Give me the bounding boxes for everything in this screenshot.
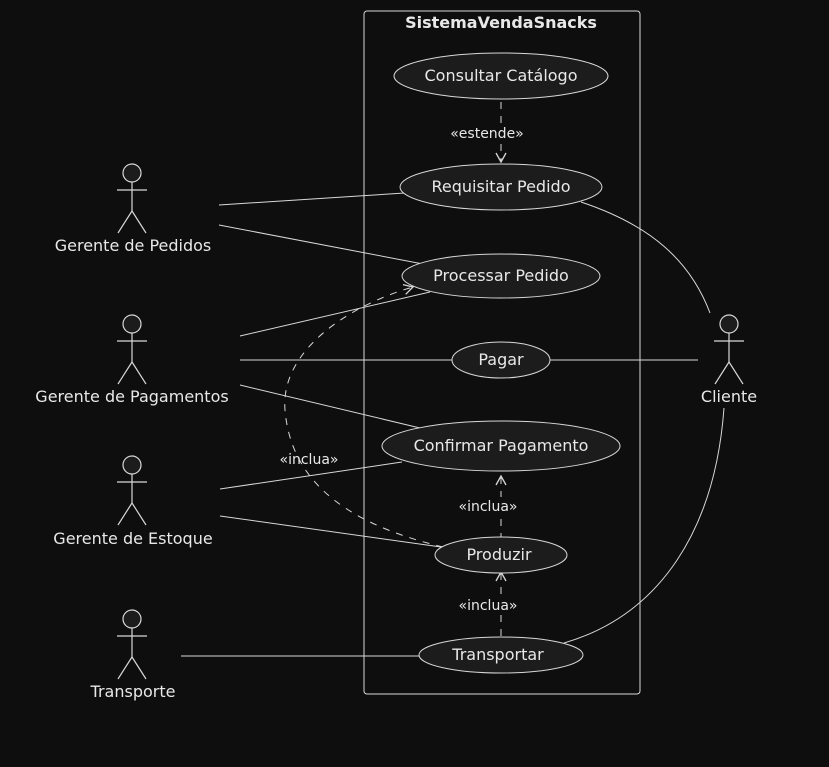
- actor-transporte: Transporte: [90, 609, 176, 701]
- use-case-label: Processar Pedido: [433, 266, 569, 285]
- actor-label: Transporte: [90, 682, 176, 701]
- use-case-transportar: Transportar: [418, 636, 584, 674]
- actor-gerente-de-pagamentos: Gerente de Pagamentos: [35, 314, 229, 406]
- stereotype-inclua-transportar: «inclua»: [459, 598, 518, 614]
- use-case-label: Requisitar Pedido: [432, 177, 571, 196]
- assoc-pedidos-requisitar: [218, 192, 406, 206]
- assoc-transportar-cliente: [563, 407, 725, 644]
- use-case-label: Transportar: [451, 645, 544, 664]
- stick-figure-icon: [117, 163, 147, 234]
- assoc-pagamentos-confirmar: [239, 384, 421, 429]
- assoc-estoque-confirmar: [219, 461, 403, 490]
- actor-gerente-de-estoque: Gerente de Estoque: [53, 455, 213, 548]
- use-case-label: Pagar: [478, 350, 524, 369]
- stick-figure-icon: [117, 609, 147, 680]
- stick-figure-icon: [117, 314, 147, 385]
- actor-label: Cliente: [701, 387, 757, 406]
- stereotype-inclua-confirmar: «inclua»: [459, 499, 518, 515]
- include-produzir-processar-arrow: [284, 284, 444, 548]
- use-case-label: Consultar Catálogo: [425, 66, 578, 85]
- stick-figure-icon: [714, 314, 744, 385]
- actor-label: Gerente de Pedidos: [55, 236, 212, 255]
- use-case-pagar: Pagar: [451, 341, 551, 379]
- assoc-pagamentos-processar: [239, 291, 431, 337]
- use-case-processar-pedido: Processar Pedido: [401, 253, 601, 299]
- stick-figure-icon: [117, 455, 147, 526]
- use-case-label: Produzir: [466, 545, 532, 564]
- actor-label: Gerente de Estoque: [53, 529, 212, 548]
- use-case-label: Confirmar Pagamento: [414, 436, 589, 455]
- use-case-requisitar-pedido: Requisitar Pedido: [399, 163, 603, 211]
- assoc-pedidos-processar: [218, 224, 424, 265]
- system-boundary: [363, 10, 641, 695]
- use-case-produzir: Produzir: [434, 536, 568, 574]
- assoc-estoque-produzir: [219, 515, 442, 548]
- system-title: SistemaVendaSnacks: [405, 13, 597, 32]
- actor-label: Gerente de Pagamentos: [35, 387, 228, 406]
- use-case-confirmar-pagamento: Confirmar Pagamento: [381, 420, 621, 472]
- assoc-requisitar-cliente: [580, 201, 711, 314]
- actor-cliente: Cliente: [701, 314, 757, 406]
- use-case-consultar-catalogo: Consultar Catálogo: [393, 52, 609, 100]
- stereotype-estende: «estende»: [450, 126, 524, 142]
- actor-gerente-de-pedidos: Gerente de Pedidos: [55, 163, 212, 255]
- stereotype-inclua-processar: «inclua»: [280, 452, 339, 468]
